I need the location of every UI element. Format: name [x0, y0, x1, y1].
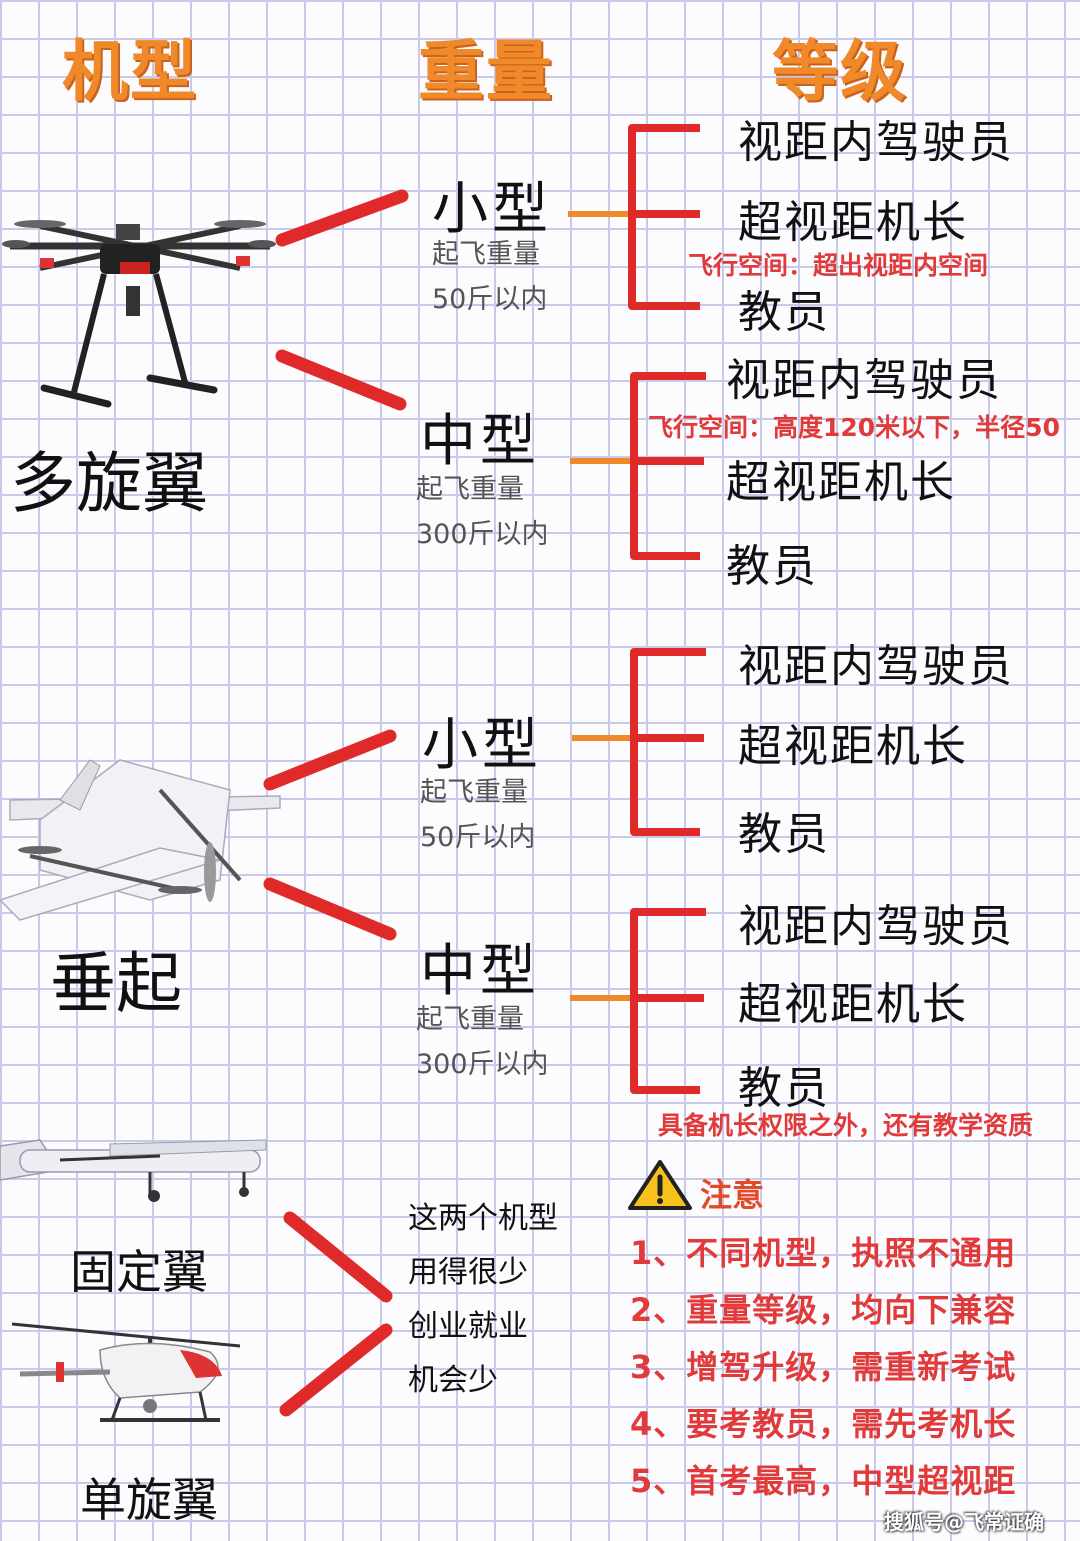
- notice-item-1: 1、不同机型，执照不通用: [630, 1234, 1017, 1272]
- vtol-medium-weight-value: 300斤以内: [416, 1049, 549, 1080]
- vtol-medium-level-3: 教员: [738, 1063, 830, 1114]
- vtol-medium-level-1: 视距内驾驶员: [738, 901, 1014, 952]
- vtol-medium-weight-label: 起飞重量: [416, 1004, 524, 1035]
- multirotor-small-level-1: 视距内驾驶员: [738, 117, 1014, 168]
- multirotor-medium-level-1: 视距内驾驶员: [726, 355, 1002, 406]
- notice-item-3: 3、增驾升级，需重新考试: [630, 1348, 1017, 1386]
- notice-title: 注意: [700, 1176, 765, 1214]
- others-note-line-3: 创业就业: [408, 1309, 528, 1344]
- connector-multirotor-small: [275, 189, 409, 247]
- watermark: 搜狐号@飞常证确: [884, 1510, 1044, 1534]
- bracket-multirotor-medium: [570, 372, 706, 560]
- multirotor-medium-weight-value: 300斤以内: [416, 519, 549, 550]
- multirotor-medium-level-2: 超视距机长: [726, 457, 956, 508]
- group-name-vtol: 垂起: [50, 945, 182, 1022]
- warning-icon: [628, 1160, 692, 1210]
- connector-others-top: [283, 1211, 393, 1303]
- vtol-medium-name: 中型: [420, 939, 540, 1004]
- header-level: 等级: [772, 33, 908, 110]
- others-note: 这两个机型 用得很少 创业就业 机会少: [408, 1192, 558, 1408]
- header-model: 机型: [62, 33, 198, 110]
- group-name-multirotor: 多旋翼: [10, 445, 208, 522]
- group-name-single-rotor: 单旋翼: [80, 1473, 218, 1527]
- others-note-line-4: 机会少: [408, 1363, 498, 1398]
- notice-item-4: 4、要考教员，需先考机长: [630, 1405, 1017, 1443]
- vtol-small-weight-label: 起飞重量: [420, 777, 528, 808]
- vtol-small-level-1: 视距内驾驶员: [738, 641, 1014, 692]
- connector-vtol-small: [263, 729, 397, 791]
- group-name-fixed-wing: 固定翼: [70, 1245, 208, 1299]
- vtol-small-level-3: 教员: [738, 809, 830, 860]
- vtol-small-weight-value: 50斤以内: [420, 822, 536, 853]
- multirotor-small-note: 飞行空间：超出视距内空间: [688, 251, 989, 280]
- connector-multirotor-medium: [275, 349, 407, 411]
- helicopter-icon: [11, 1322, 241, 1422]
- multirotor-medium-level-3: 教员: [726, 541, 818, 592]
- vtol-aircraft-icon: [0, 759, 281, 921]
- connector-vtol-medium: [263, 877, 397, 941]
- vtol-small-level-2: 超视距机长: [738, 721, 968, 772]
- multirotor-drone-icon: [2, 220, 276, 408]
- others-note-line-2: 用得很少: [408, 1255, 528, 1290]
- notice-item-5: 5、首考最高，中型超视距: [630, 1462, 1017, 1500]
- header-weight: 重量: [418, 33, 554, 110]
- notice-item-2: 2、重量等级，均向下兼容: [630, 1291, 1017, 1329]
- multirotor-medium-note: 飞行空间：高度120米以下，半径50: [648, 413, 1060, 442]
- vtol-small-name: 小型: [422, 713, 542, 778]
- multirotor-small-level-2: 超视距机长: [738, 197, 968, 248]
- others-note-line-1: 这两个机型: [408, 1201, 558, 1236]
- multirotor-small-weight-value: 50斤以内: [432, 284, 548, 315]
- multirotor-small-level-3: 教员: [738, 287, 830, 338]
- multirotor-medium-weight-label: 起飞重量: [416, 474, 524, 505]
- fixed-wing-aircraft-icon: [0, 1139, 267, 1202]
- multirotor-small-weight-label: 起飞重量: [432, 239, 540, 270]
- multirotor-medium-name: 中型: [420, 409, 540, 474]
- bracket-vtol-medium: [570, 908, 706, 1094]
- vtol-medium-note: 具备机长权限之外，还有教学资质: [658, 1111, 1034, 1140]
- connector-others-bottom: [279, 1323, 393, 1417]
- bracket-multirotor-small: [568, 124, 700, 310]
- bracket-vtol-small: [572, 648, 706, 836]
- vtol-medium-level-2: 超视距机长: [738, 979, 968, 1030]
- multirotor-small-name: 小型: [432, 177, 552, 242]
